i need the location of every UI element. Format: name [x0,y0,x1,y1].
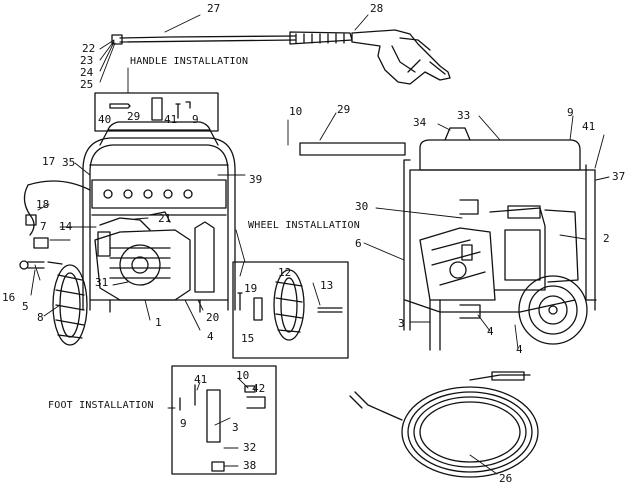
part-label-23: 23 [80,54,94,67]
generator-frame [403,127,597,351]
part-label-39: 39 [249,173,263,186]
part-label-19: 19 [244,282,258,295]
part-label-2: 2 [603,232,610,245]
part-label-3-foot: 3 [232,421,239,434]
foot-installation-parts [179,384,266,472]
part-label-10-foot: 10 [236,369,250,382]
hose-fittings [19,180,91,270]
part-label-13: 13 [320,279,334,292]
pump-assembly [94,211,215,301]
part-label-35: 35 [62,156,76,169]
part-label-24: 24 [80,66,94,79]
part-label-31: 31 [95,276,109,289]
leader-lines [30,14,610,475]
part-label-28: 28 [370,2,384,15]
handle-installation-caption: HANDLE INSTALLATION [130,56,249,67]
part-label-33: 33 [457,109,471,122]
handle-installation-box [94,92,219,132]
wheel-installation-caption: WHEEL INSTALLATION [248,220,360,231]
spray-wand [111,31,353,45]
part-label-25: 25 [80,78,94,91]
part-label-34: 34 [413,116,427,129]
part-label-8: 8 [37,311,44,324]
spray-gun [351,29,451,85]
generator-engine [419,199,579,301]
part-label-17: 17 [42,155,56,168]
part-label-7: 7 [40,220,47,233]
hose-coil [349,371,539,478]
part-label-41-generator: 41 [582,120,596,133]
part-label-38: 38 [243,459,257,472]
handle-parts [109,97,191,121]
part-label-21: 21 [158,212,172,225]
part-label-10-top: 10 [289,105,303,118]
part-label-5: 5 [22,300,29,313]
foot-installation-caption: FOOT INSTALLATION [48,400,154,411]
pressure-washer-frame [82,121,236,313]
left-wheel [52,264,88,346]
part-label-1: 1 [155,316,162,329]
part-label-30: 30 [355,200,369,213]
foot-installation-box [171,365,277,475]
part-label-29-bar: 29 [337,103,351,116]
part-label-9-generator: 9 [567,106,574,119]
part-label-41-foot: 41 [194,373,208,386]
part-label-18: 18 [36,198,50,211]
part-label-4-washer: 4 [207,330,214,343]
part-label-29-handle: 29 [127,110,141,123]
part-label-22: 22 [82,42,96,55]
part-label-14: 14 [59,220,73,233]
part-label-9-foot: 9 [180,417,187,430]
part-label-3-generator: 3 [398,317,405,330]
part-label-42: 42 [252,382,266,395]
part-label-26: 26 [499,472,513,485]
part-label-27: 27 [207,2,221,15]
part-label-4-generator-b: 4 [516,343,523,356]
part-label-6: 6 [355,237,362,250]
generator-wheel [518,275,588,345]
part-label-12: 12 [278,266,292,279]
part-label-41-handle: 41 [164,113,178,126]
part-label-32: 32 [243,441,257,454]
part-label-37: 37 [612,170,626,183]
handle-bar [299,142,406,156]
part-label-15: 15 [241,332,255,345]
wheel-installation-box [232,261,349,359]
part-label-40: 40 [98,113,112,126]
part-label-4-generator-a: 4 [487,325,494,338]
part-label-9-handle: 9 [192,113,199,126]
part-label-20: 20 [206,311,220,324]
part-label-16: 16 [2,291,16,304]
wheel-installation-parts [237,269,343,341]
